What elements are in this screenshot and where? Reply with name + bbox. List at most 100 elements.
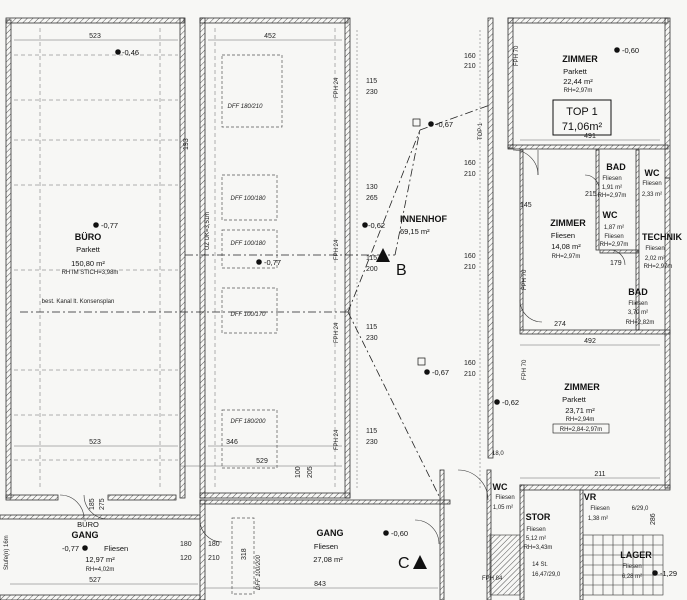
wc1-name: WC [645, 168, 660, 178]
gang2-area: 27,08 m² [313, 555, 343, 564]
dim-346: 346 [226, 439, 238, 446]
dff-label-3: DFF 100/180 [231, 241, 267, 247]
lager-name: LAGER [620, 550, 652, 560]
dff-label-1: DFF 180/210 [228, 104, 264, 110]
wc2-name: WC [603, 210, 618, 220]
dff-label-2: DFF 100/180 [231, 196, 267, 202]
technik-name: TECHNIK [642, 232, 682, 242]
dim-230a: 230 [366, 89, 378, 96]
zimmer3-height: RH=2,94m [566, 417, 595, 423]
stufen-note: Stufe(n) 16m [4, 535, 10, 570]
dim-160c: 160 [464, 253, 476, 260]
zimmer2-name: ZIMMER [550, 218, 586, 228]
fph-a: FPH 24 [334, 77, 340, 98]
section-c-triangle [413, 555, 427, 569]
dim-160d: 160 [464, 360, 476, 367]
dim-120: 120 [180, 555, 192, 562]
level-marker-icons [82, 47, 658, 576]
technik-area: 2,02 m² [645, 256, 665, 262]
dim-527: 527 [89, 577, 101, 584]
level-right-wall: -0,62 [502, 398, 519, 407]
fph-f: FPH 70 [522, 269, 528, 290]
gang2-floor: Fliesen [314, 542, 338, 551]
dim-180b: 180 [208, 541, 220, 548]
doors [59, 149, 626, 545]
gang1-floor: Fliesen [104, 544, 128, 553]
fph-c: FPH 24 [334, 322, 340, 343]
dim-286: 286 [650, 513, 657, 525]
dff-label-4: DFF 100/170 [231, 312, 267, 318]
dim-210a: 210 [464, 63, 476, 70]
height-box [552, 423, 610, 434]
dim-160b: 160 [464, 160, 476, 167]
level-innenhof-top: -0,67 [436, 120, 453, 129]
dff-label-5: DFF 180/200 [231, 419, 267, 425]
dim-318: 318 [241, 548, 248, 560]
dim-130: 130 [366, 184, 378, 191]
dim-115c: 115 [366, 324, 377, 331]
dim-523a: 523 [89, 33, 101, 40]
dim-115b: 115 [366, 255, 377, 262]
stair-note: 14 St. [532, 562, 548, 568]
level-center-left: -0,77 [264, 258, 281, 267]
vr-area: 1,38 m² [588, 516, 608, 522]
bad2-height: RH=2,82m [626, 320, 655, 326]
vr-name: VR [584, 492, 597, 502]
gang1-height: RH=4,02m [86, 567, 115, 573]
dim-145: 145 [520, 202, 532, 209]
gang1-area: 12,97 m² [85, 555, 115, 564]
section-b-triangle [376, 248, 390, 262]
dim-274: 274 [554, 321, 566, 328]
top1-rotated: TOP 1 [478, 122, 484, 140]
zimmer1-floor: Parkett [563, 67, 588, 76]
bad1-name: BAD [606, 162, 626, 172]
section-b-label: B [396, 262, 407, 279]
section-lines [20, 104, 491, 499]
zimmer2-area: 14,08 m² [551, 242, 581, 251]
dff-label-6: DFF 100/200 [256, 554, 262, 590]
dim-180a: 180 [180, 541, 192, 548]
drop-note: 18,0 [492, 451, 504, 457]
stairs [489, 534, 664, 596]
gang1-level: -0,77 [62, 544, 79, 553]
dim-200: 200 [366, 266, 378, 273]
stor-name: STOR [526, 512, 551, 522]
level-innenhof-bottom: -0,67 [432, 368, 449, 377]
zimmer2-floor: Fliesen [551, 231, 575, 240]
fph-e: FPH 70 [514, 45, 520, 66]
dim-210d: 210 [464, 371, 476, 378]
zimmer2-height: RH=2,97m [552, 254, 581, 260]
vr-extra: 6/29,0 [632, 506, 649, 512]
dim-100: 100 [295, 466, 302, 478]
stor-height: RH=3,43m [524, 545, 553, 551]
bad2-floor: Fliesen [628, 301, 647, 307]
gang1-name: GANG [72, 530, 99, 540]
wc3-area: 1,05 m² [493, 505, 513, 511]
bad2-name: BAD [628, 287, 648, 297]
skylights [221, 54, 283, 595]
dim-230b: 230 [366, 335, 378, 342]
gang1-label-above: BÜRO [77, 520, 99, 529]
zimmer1-name: ZIMMER [562, 54, 598, 64]
stor-floor: Fliesen [526, 527, 545, 533]
unit-label: TOP 1 [566, 106, 597, 118]
uz-note: UZ UK=3,51m [205, 212, 211, 250]
dim-843: 843 [314, 581, 326, 588]
fph-h: FPH 84 [482, 576, 503, 582]
section-c-label: C [398, 555, 410, 572]
zimmer1-height: RH=2,97m [564, 88, 593, 94]
wc1-area: 2,33 m² [642, 192, 662, 198]
fph-g: FPH 70 [522, 359, 528, 380]
square-markers [412, 118, 426, 366]
dim-265: 265 [366, 195, 378, 202]
dim-179: 179 [610, 260, 622, 267]
zimmer3-height2: RH=2,84-2,97m [560, 427, 603, 433]
lager-area: 6,28 m² [622, 574, 642, 580]
bad1-floor: Fliesen [602, 176, 621, 182]
dim-115d: 115 [366, 428, 377, 435]
buero-name: BÜRO [75, 232, 102, 242]
dim-210b: 210 [464, 171, 476, 178]
dim-491: 491 [584, 133, 596, 140]
innenhof-area: 69,15 m² [400, 227, 430, 236]
technik-floor: Fliesen [645, 246, 664, 252]
